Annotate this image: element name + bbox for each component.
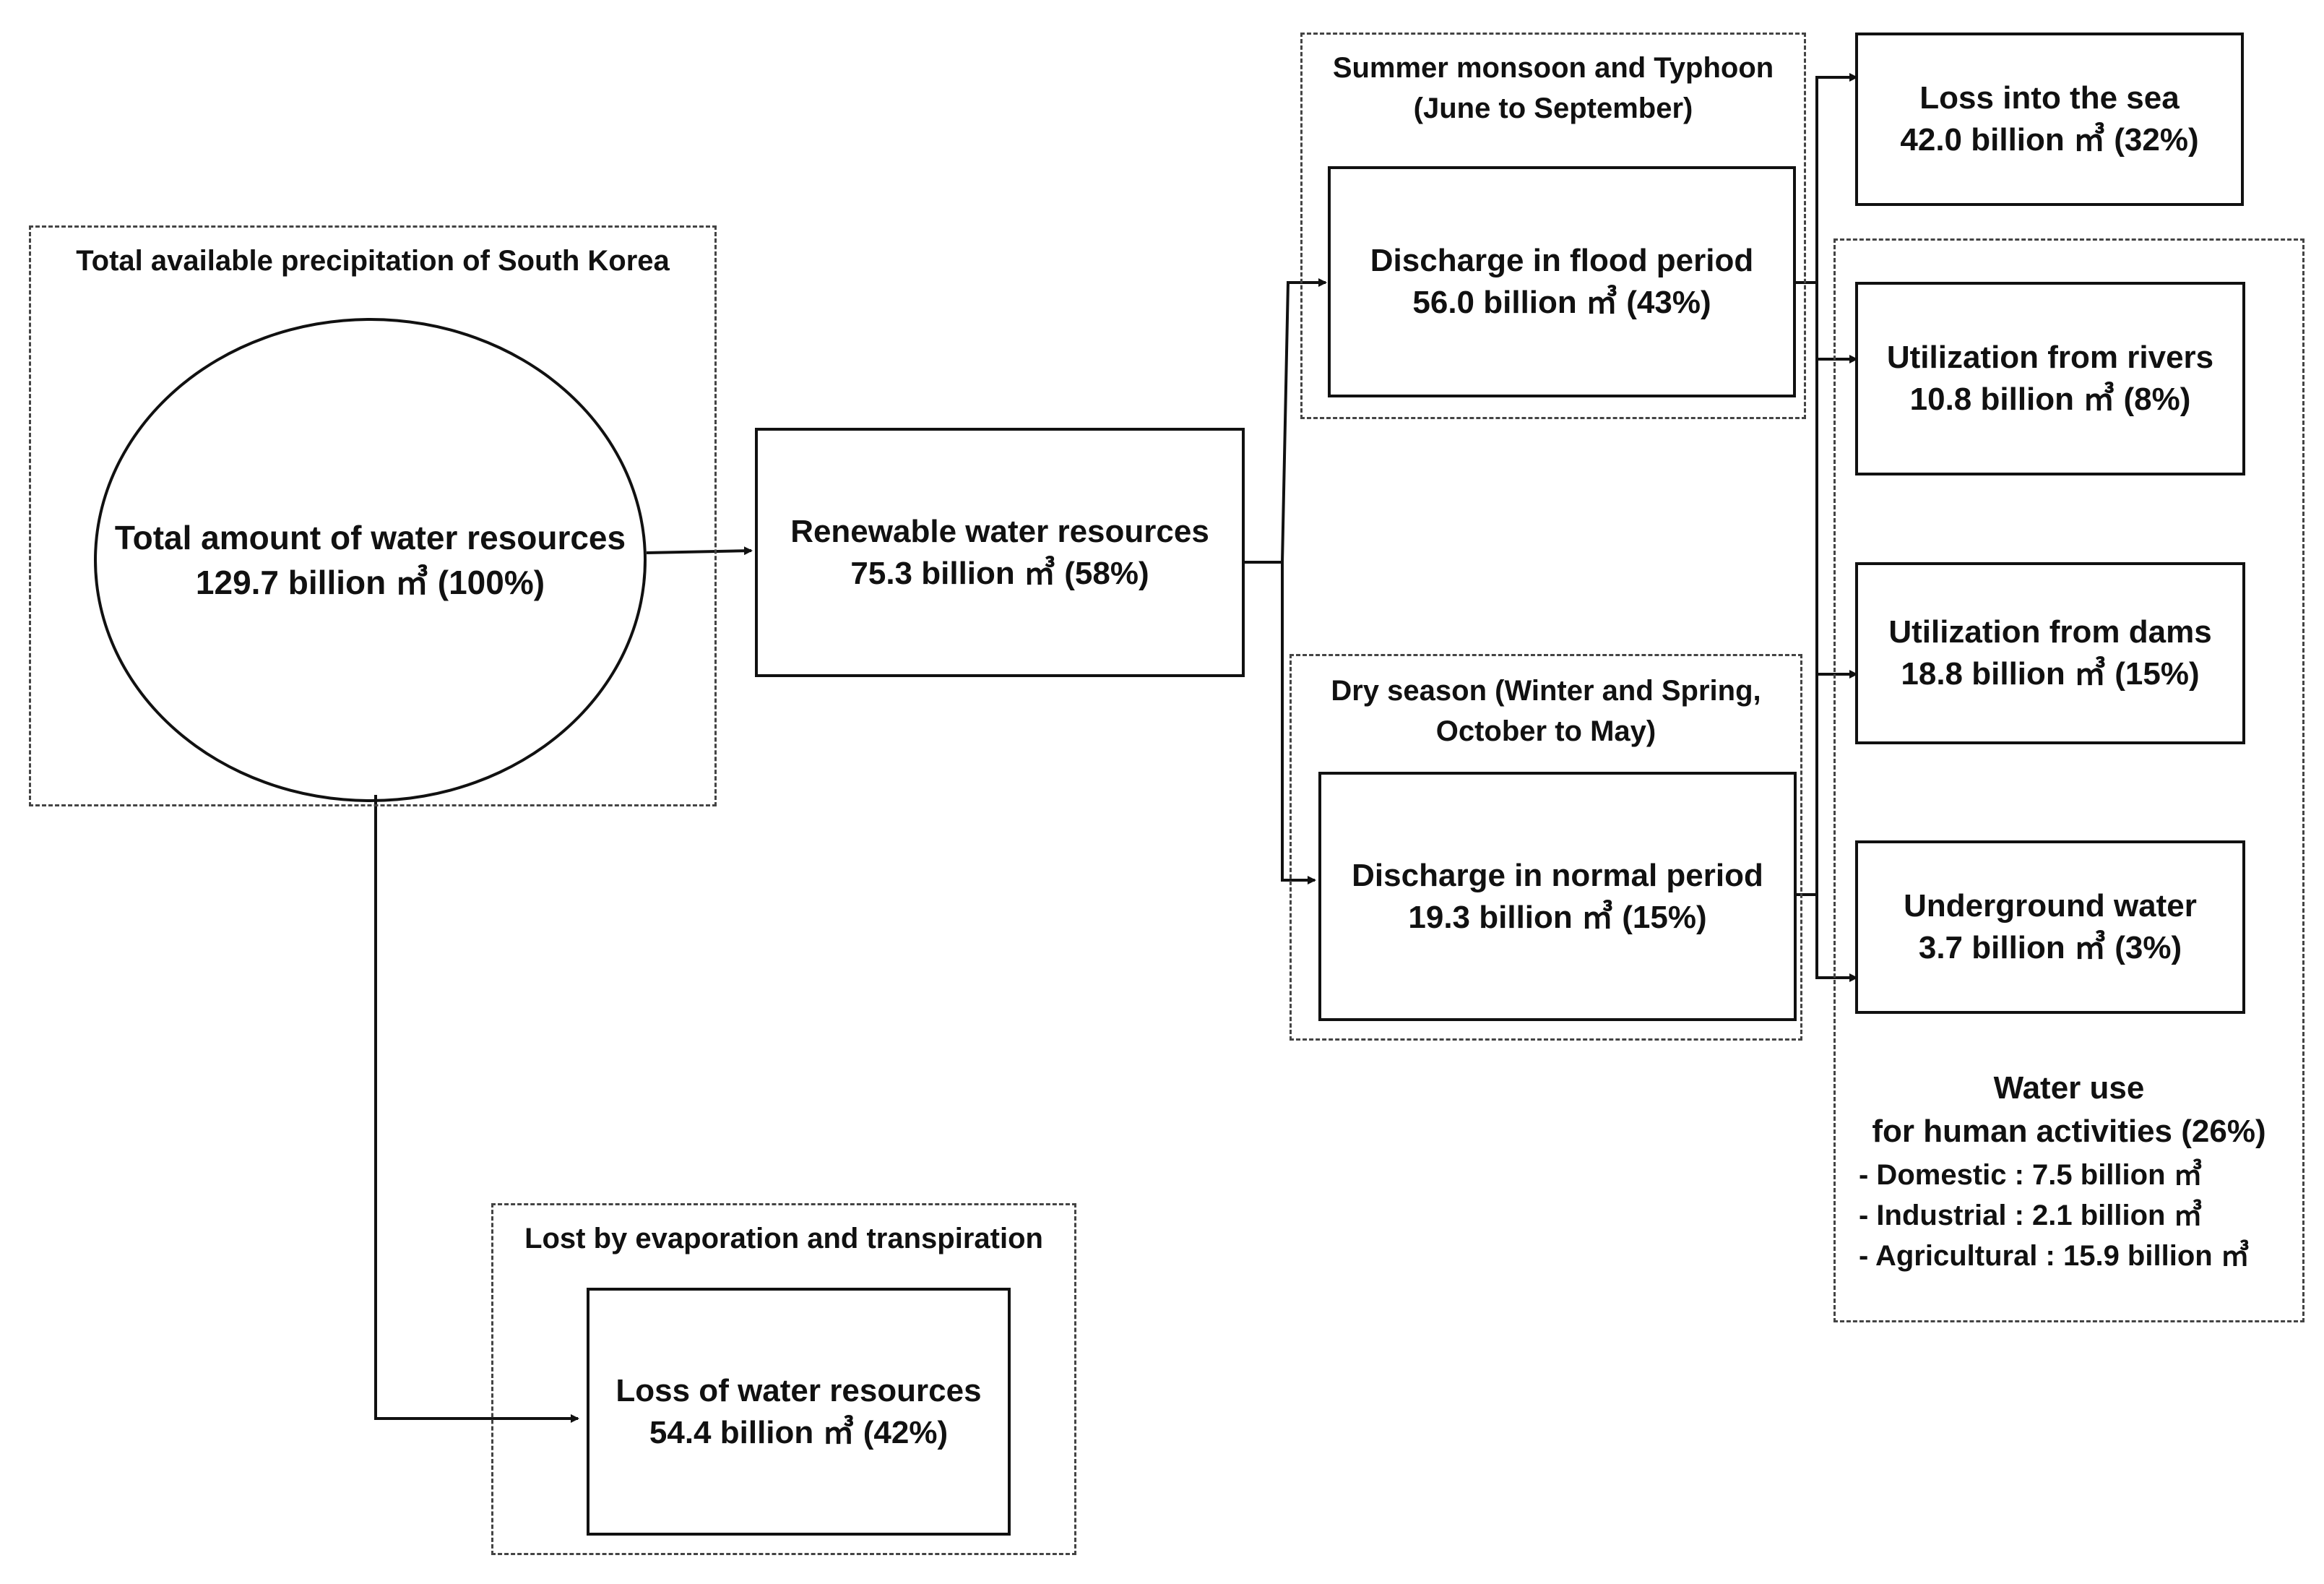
- dams-utilization-value: 18.8 billion ㎥ (15%): [1901, 656, 2200, 692]
- flood-discharge-box: Discharge in flood period 56.0 billion ㎥…: [1328, 166, 1796, 397]
- arrow-to-flood: [1281, 278, 1327, 563]
- underground-water-box: Underground water 3.7 billion ㎥ (3%): [1855, 840, 2245, 1014]
- dry-season-group: Dry season (Winter and Spring, October t…: [1290, 654, 1802, 1041]
- flood-discharge-value: 56.0 billion ㎥ (43%): [1412, 285, 1711, 320]
- water-loss-value: 54.4 billion ㎥ (42%): [649, 1414, 949, 1450]
- renewable-water-box: Renewable water resources 75.3 billion ㎥…: [755, 428, 1245, 677]
- dams-utilization-box: Utilization from dams 18.8 billion ㎥ (15…: [1855, 562, 2245, 744]
- arrow-to-underground: [1815, 674, 1858, 982]
- water-use-item-industrial: - Industrial : 2.1 billion ㎥: [1859, 1200, 2203, 1231]
- flood-season-label-2: (June to September): [1413, 92, 1693, 124]
- renewable-water-value: 75.3 billion ㎥ (58%): [850, 555, 1149, 591]
- water-use-title-1: Water use: [1993, 1070, 2145, 1106]
- flood-discharge-title: Discharge in flood period: [1370, 243, 1754, 278]
- total-water-resources-ellipse: Total amount of water resources 129.7 bi…: [94, 318, 647, 802]
- sea-loss-box: Loss into the sea 42.0 billion ㎥ (32%): [1855, 33, 2244, 206]
- rivers-utilization-title: Utilization from rivers: [1886, 340, 2214, 375]
- evaporation-group: Lost by evaporation and transpiration: [491, 1203, 1076, 1555]
- precipitation-group: Total available precipitation of South K…: [29, 225, 717, 806]
- underground-water-value: 3.7 billion ㎥ (3%): [1918, 930, 2182, 965]
- normal-discharge-title: Discharge in normal period: [1352, 857, 1763, 893]
- renewable-water-title: Renewable water resources: [790, 513, 1209, 549]
- rivers-utilization-value: 10.8 billion ㎥ (8%): [1909, 382, 2191, 417]
- water-loss-title: Loss of water resources: [615, 1372, 982, 1408]
- total-water-resources-title: Total amount of water resources: [114, 519, 626, 556]
- flood-season-label-1: Summer monsoon and Typhoon: [1332, 52, 1774, 84]
- flood-season-group: Summer monsoon and Typhoon (June to Sept…: [1300, 33, 1806, 419]
- arrow-to-evaporation: [374, 795, 579, 1423]
- arrow-to-dry: [1281, 562, 1316, 884]
- sea-loss-title: Loss into the sea: [1919, 80, 2180, 116]
- water-use-item-domestic: - Domestic : 7.5 billion ㎥: [1859, 1159, 2203, 1191]
- rivers-utilization-box: Utilization from rivers 10.8 billion ㎥ (…: [1855, 282, 2245, 475]
- total-water-resources-value: 129.7 billion ㎥ (100%): [195, 564, 545, 601]
- sea-loss-value: 42.0 billion ㎥ (32%): [1900, 122, 2199, 158]
- water-use-group: Water use for human activities (26%) - D…: [1833, 238, 2304, 1322]
- water-loss-box: Loss of water resources 54.4 billion ㎥ (…: [587, 1288, 1011, 1536]
- underground-water-title: Underground water: [1904, 888, 2197, 924]
- dry-season-label-2: October to May): [1435, 715, 1656, 747]
- water-use-title-2: for human activities (26%): [1872, 1114, 2266, 1149]
- arrow-to-sea: [1815, 73, 1858, 283]
- normal-discharge-value: 19.3 billion ㎥ (15%): [1408, 899, 1707, 935]
- precipitation-group-label: Total available precipitation of South K…: [76, 245, 670, 277]
- dams-utilization-title: Utilization from dams: [1888, 614, 2212, 650]
- dry-season-label-1: Dry season (Winter and Spring,: [1331, 675, 1761, 707]
- evaporation-group-label: Lost by evaporation and transpiration: [524, 1223, 1043, 1254]
- arrow-total-to-renewable: [646, 546, 753, 556]
- water-use-item-agricultural: - Agricultural : 15.9 billion ㎥: [1859, 1240, 2250, 1272]
- normal-discharge-box: Discharge in normal period 19.3 billion …: [1318, 772, 1797, 1021]
